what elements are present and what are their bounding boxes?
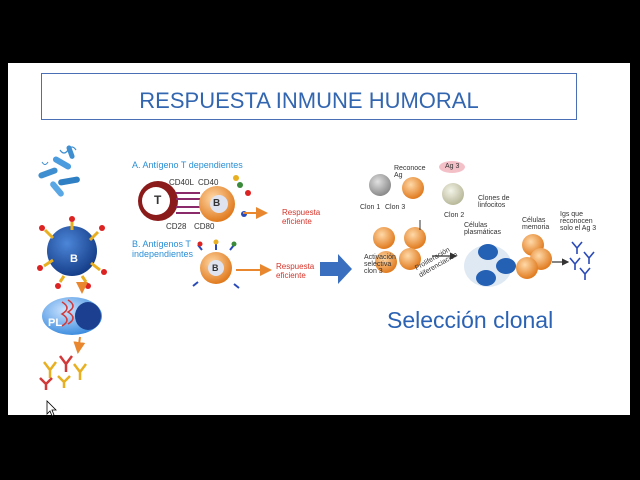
response-a-line1: Respuesta xyxy=(282,208,321,217)
clone1-label: Clon 1 xyxy=(360,204,381,211)
t-cell-label: T xyxy=(154,193,162,207)
cd40-label: CD40 xyxy=(198,178,219,187)
clone3-label: Clon 3 xyxy=(385,204,406,211)
diagram-b-heading-1: B. Antígenos T xyxy=(132,239,191,249)
b-cell-b-icon xyxy=(192,239,240,289)
cd40l-label: CD40L xyxy=(169,178,194,187)
plasma-cells-line1: Células xyxy=(464,222,488,229)
cd80-label: CD80 xyxy=(194,222,215,231)
memory-cells-line1: Células xyxy=(522,217,546,224)
diagram-a-heading: A. Antígeno T dependientes xyxy=(132,160,243,170)
response-b-line2: eficiente xyxy=(276,271,306,280)
clone2-label: Clon 2 xyxy=(444,212,465,219)
mouse-cursor-icon xyxy=(46,400,57,417)
ag3-badge xyxy=(439,161,465,173)
big-arrow-icon[interactable] xyxy=(320,254,352,284)
title-box: RESPUESTA INMUNE HUMORAL xyxy=(41,73,577,120)
cd28-label: CD28 xyxy=(166,222,187,231)
arrow-down-2 xyxy=(73,336,86,354)
receptor-bridges xyxy=(176,192,200,214)
plasma-cell-label: PL xyxy=(48,317,62,329)
antibody-icon xyxy=(39,355,87,390)
response-a-line2: eficiente xyxy=(282,217,312,226)
recognizes-line2: Ag xyxy=(394,172,403,179)
igs-icon xyxy=(569,241,595,280)
bacteria-icon xyxy=(38,145,80,197)
igs-line2: reconocen xyxy=(560,218,593,225)
plasma-cell-icon xyxy=(42,297,102,335)
b-cell-a-label: B xyxy=(213,198,221,209)
recognizes-line1: Reconoce xyxy=(394,165,426,172)
activation-line1: Activación xyxy=(364,254,396,261)
clones-line1: Clones de xyxy=(478,195,510,202)
response-b-line1: Respuesta xyxy=(276,262,315,271)
b-cell-label: B xyxy=(70,253,78,265)
t-cell-icon xyxy=(138,181,178,221)
diagram-b-heading-2: independientes xyxy=(132,249,194,259)
activation-line3: clon 3 xyxy=(364,268,383,275)
slide-title: RESPUESTA INMUNE HUMORAL xyxy=(139,88,479,113)
plasma-cells-icon xyxy=(464,244,516,287)
selection-heading: Selección clonal xyxy=(387,307,554,333)
b-cell-icon xyxy=(37,216,107,289)
igs-line1: Igs que xyxy=(560,211,583,218)
activation-line2: selectiva xyxy=(364,261,392,268)
memory-cells-icon xyxy=(516,234,552,279)
clones-line2: linfocitos xyxy=(478,202,506,209)
ag3-label: Ag 3 xyxy=(445,163,460,170)
clone-cells xyxy=(369,174,464,273)
plasma-cells-line2: plasmáticas xyxy=(464,229,501,236)
igs-line3: solo el Ag 3 xyxy=(560,225,597,232)
memory-cells-line2: memoria xyxy=(522,224,550,231)
b-cell-b-label: B xyxy=(212,263,219,273)
